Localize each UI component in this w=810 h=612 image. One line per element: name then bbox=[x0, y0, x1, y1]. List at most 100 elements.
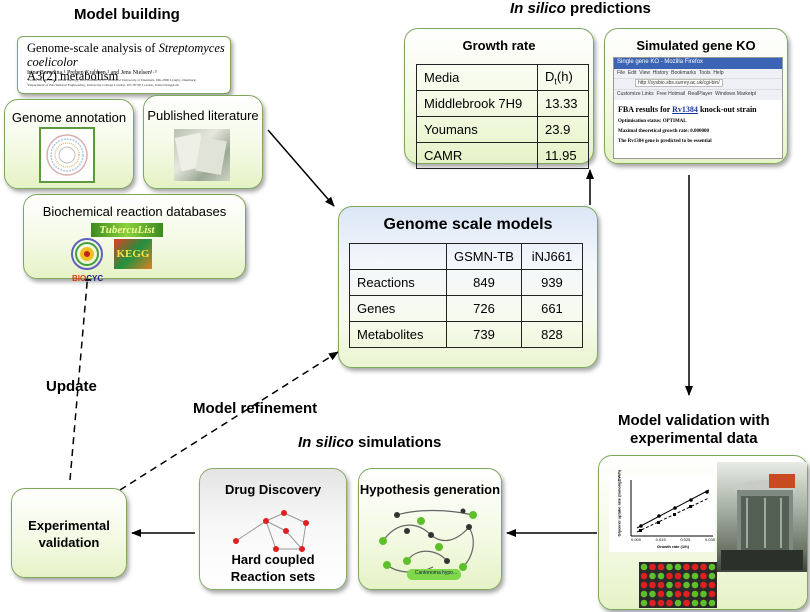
growth-rate-box: Growth rate Media Dt(h) Middlebrook 7H9 … bbox=[404, 28, 594, 169]
table-row: Media Dt(h) bbox=[416, 64, 589, 91]
array-well bbox=[657, 572, 665, 580]
experimental-validation-label: Experimental validation bbox=[28, 518, 110, 550]
array-well bbox=[666, 590, 673, 598]
array-well bbox=[691, 581, 699, 589]
array-well bbox=[700, 581, 707, 589]
gsm-table: GSMN-TB iNJ661 Reactions 849 939 Genes 7… bbox=[349, 243, 583, 348]
paper-affiliations: ¹Center for Microbial Biotechnology, Bio… bbox=[27, 78, 197, 87]
array-well bbox=[666, 581, 673, 589]
paper-authors: Irina Borodina,¹ Preben Krabben,² and Je… bbox=[27, 70, 157, 76]
array-well bbox=[708, 599, 716, 607]
array-well bbox=[657, 581, 665, 589]
heading-model-validation: Model validation with experimental data bbox=[618, 412, 770, 447]
array-well bbox=[691, 599, 699, 607]
array-well bbox=[674, 599, 682, 607]
table-cell: 849 bbox=[446, 269, 522, 296]
validation-plot-svg bbox=[630, 480, 713, 537]
array-well bbox=[683, 563, 690, 571]
table-cell: Youmans bbox=[416, 116, 538, 143]
table-cell: 661 bbox=[520, 295, 583, 322]
hypothesis-node-label: Cantonoma hypo... bbox=[414, 570, 458, 576]
array-well bbox=[640, 572, 648, 580]
genome-annotation-label: Genome annotation bbox=[11, 110, 127, 125]
paper-title: Genome-scale analysis of Streptomyces co… bbox=[27, 41, 225, 83]
array-well bbox=[708, 590, 716, 598]
metabolic-network-graph bbox=[379, 508, 477, 580]
array-well bbox=[674, 581, 682, 589]
array-well bbox=[649, 590, 656, 598]
array-well bbox=[640, 563, 648, 571]
table-cell: 11.95 bbox=[537, 142, 589, 169]
arrow-inputs-to-gsm bbox=[267, 129, 335, 207]
array-well bbox=[708, 572, 716, 580]
paper-box: Genome-scale analysis of Streptomyces co… bbox=[17, 36, 231, 94]
url-text: http://sysbio.sbs.surrey.ac.uk/cgi-bin/ bbox=[635, 79, 723, 87]
array-well bbox=[691, 563, 699, 571]
optimisation-status: Optimisation status: OPTIMAL bbox=[618, 119, 687, 124]
genome-scale-models-box: Genome scale models GSMN-TB iNJ661 React… bbox=[338, 206, 598, 368]
table-row: Metabolites 739 828 bbox=[349, 321, 583, 348]
table-row: GSMN-TB iNJ661 bbox=[349, 243, 583, 270]
biochemical-db-box: Biochemical reaction databases TubercuLi… bbox=[23, 194, 246, 283]
array-well bbox=[657, 599, 665, 607]
table-cell: Middlebrook 7H9 bbox=[416, 90, 538, 117]
table-header: iNJ661 bbox=[520, 243, 583, 270]
drug-discovery-box: Drug Discovery Hard coupled Reaction set… bbox=[199, 468, 347, 590]
array-well bbox=[666, 572, 673, 580]
genome-map-frame bbox=[39, 127, 95, 183]
table-row: Genes 726 661 bbox=[349, 295, 583, 322]
table-header bbox=[349, 243, 447, 270]
array-well bbox=[649, 599, 656, 607]
array-well bbox=[649, 581, 656, 589]
array-well bbox=[649, 563, 656, 571]
hypothesis-generation-box: Hypothesis generation Cantonoma hypo... bbox=[358, 468, 502, 590]
array-well bbox=[640, 581, 648, 589]
table-cell: 939 bbox=[520, 269, 583, 296]
biocyc-logo bbox=[71, 238, 103, 270]
array-well bbox=[700, 572, 707, 580]
experimental-validation-box: Experimental validation bbox=[11, 488, 127, 578]
growth-rate-table: Media Dt(h) Middlebrook 7H9 13.33 Youman… bbox=[416, 64, 589, 169]
table-cell: Reactions bbox=[349, 269, 447, 296]
gene-ko-box: Simulated gene KO Single gene KO - Mozil… bbox=[604, 28, 788, 164]
table-cell: Metabolites bbox=[349, 321, 447, 348]
array-well bbox=[700, 599, 707, 607]
tuberculist-logo: TubercuList bbox=[91, 223, 163, 237]
browser-title-bar: Single gene KO - Mozilla Firefox bbox=[614, 58, 782, 69]
genome-annotation-box: Genome annotation bbox=[4, 99, 134, 189]
array-well bbox=[640, 590, 648, 598]
table-cell: 828 bbox=[520, 321, 583, 348]
table-header: Dt(h) bbox=[537, 64, 589, 91]
essential-gene-text: The Rv1384 gene is predicted to be essen… bbox=[618, 139, 712, 144]
heading-in-silico-predictions: In silico predictions bbox=[510, 0, 651, 17]
table-row: Youmans 23.9 bbox=[416, 116, 589, 143]
arrow-update bbox=[69, 271, 92, 481]
literature-photo bbox=[174, 129, 230, 181]
heading-update: Update bbox=[46, 378, 97, 395]
gene-ko-title: Simulated gene KO bbox=[636, 38, 756, 53]
heading-in-silico-simulations: In silico simulations bbox=[298, 434, 442, 451]
plot-xlabel: Growth rate (1/h) bbox=[656, 544, 689, 549]
array-well bbox=[640, 599, 648, 607]
array-well bbox=[708, 563, 716, 571]
hypothesis-generation-label: Hypothesis generation bbox=[359, 482, 501, 497]
reaction-network-graph bbox=[233, 510, 309, 552]
table-header: Media bbox=[416, 64, 538, 91]
array-well bbox=[657, 590, 665, 598]
table-cell: 13.33 bbox=[537, 90, 589, 117]
fba-result-line: FBA results for Rv1384 knock-out strain bbox=[618, 105, 757, 114]
array-well bbox=[683, 590, 690, 598]
table-cell: 23.9 bbox=[537, 116, 589, 143]
browser-window: Single gene KO - Mozilla Firefox File Ed… bbox=[613, 57, 783, 159]
drug-discovery-label: Drug Discovery bbox=[224, 482, 322, 497]
circular-genome-icon bbox=[46, 134, 88, 176]
max-growth-rate: Maximal theoretical growth rate: 0.00000… bbox=[618, 129, 710, 134]
array-well bbox=[674, 572, 682, 580]
array-well bbox=[691, 590, 699, 598]
biochemical-db-label: Biochemical reaction databases bbox=[42, 204, 227, 219]
kegg-logo: KEGG bbox=[114, 239, 152, 269]
array-well bbox=[649, 572, 656, 580]
